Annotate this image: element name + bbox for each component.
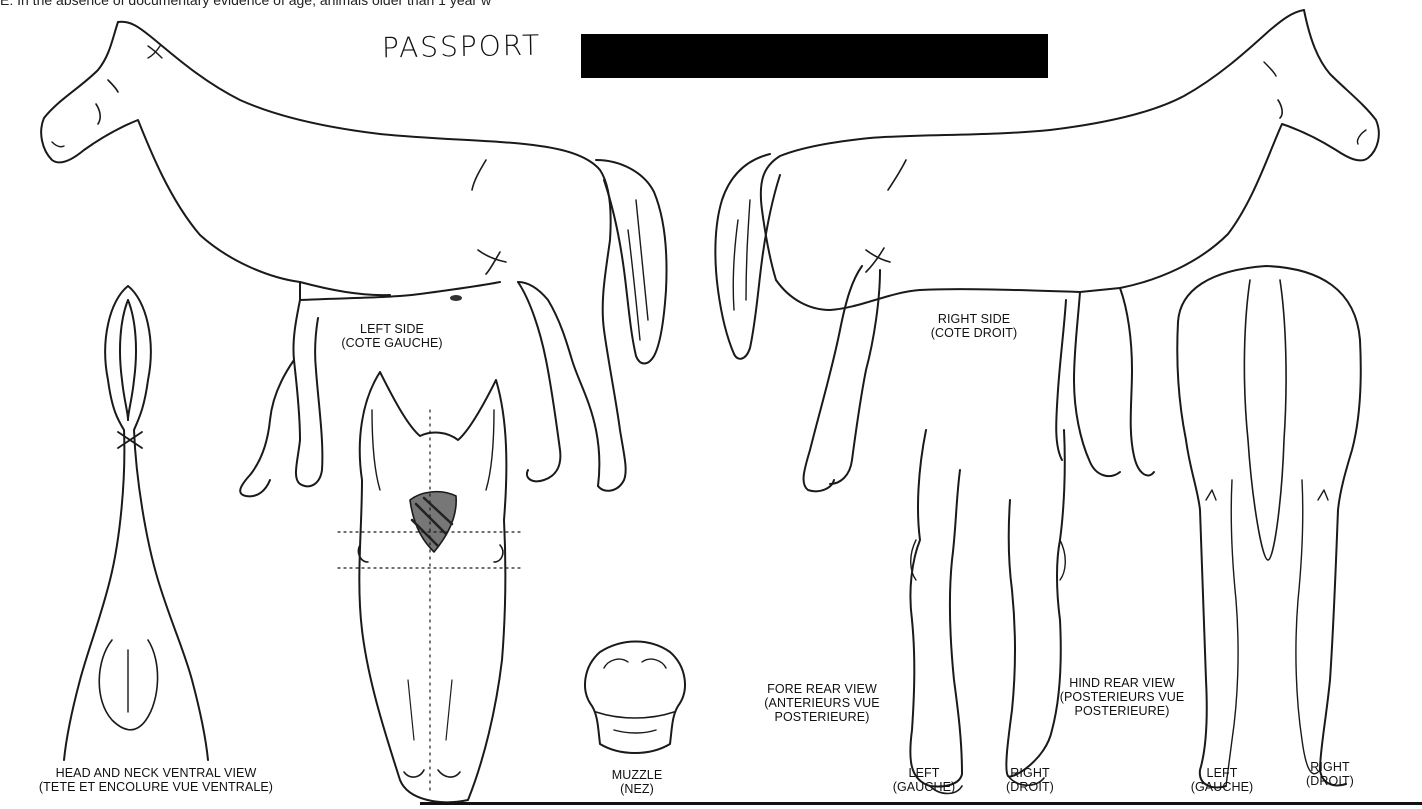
- label-fore-rear-line3: POSTERIEURE): [740, 710, 904, 724]
- label-right-side-line1: RIGHT SIDE: [900, 312, 1048, 326]
- right-side-horse: [715, 10, 1378, 491]
- label-fore-right-line2: (DROIT): [990, 780, 1070, 794]
- label-hind-rear-line1: HIND REAR VIEW: [1040, 676, 1204, 690]
- label-fore-right-line1: RIGHT: [990, 766, 1070, 780]
- label-fore-left-line1: LEFT: [878, 766, 970, 780]
- label-fore-rear: FORE REAR VIEW (ANTERIEURS VUE POSTERIEU…: [740, 682, 904, 724]
- label-hind-right: RIGHT (DROIT): [1290, 760, 1370, 788]
- label-left-side-line2: (COTE GAUCHE): [318, 336, 466, 350]
- label-hind-rear: HIND REAR VIEW (POSTERIEURS VUE POSTERIE…: [1040, 676, 1204, 718]
- label-hind-left-line2: (GAUCHE): [1176, 780, 1268, 794]
- fore-rear-view: [910, 430, 1065, 794]
- label-left-side-line1: LEFT SIDE: [318, 322, 466, 336]
- label-fore-rear-line2: (ANTERIEURS VUE: [740, 696, 904, 710]
- label-right-side-line2: (COTE DROIT): [900, 326, 1048, 340]
- head-neck-ventral-view: [64, 286, 208, 760]
- label-hind-right-line1: RIGHT: [1290, 760, 1370, 774]
- label-fore-rear-line1: FORE REAR VIEW: [740, 682, 904, 696]
- label-muzzle-line2: (NEZ): [588, 782, 686, 796]
- label-muzzle-line1: MUZZLE: [588, 768, 686, 782]
- label-hind-rear-line2: (POSTERIEURS VUE: [1040, 690, 1204, 704]
- label-left-side: LEFT SIDE (COTE GAUCHE): [318, 322, 466, 350]
- label-hind-right-line2: (DROIT): [1290, 774, 1370, 788]
- label-head-neck-line1: HEAD AND NECK VENTRAL VIEW: [6, 766, 306, 780]
- bottom-rule: [420, 802, 1422, 805]
- label-head-neck: HEAD AND NECK VENTRAL VIEW (TETE ET ENCO…: [6, 766, 306, 794]
- hind-rear-view: [1177, 266, 1360, 787]
- label-fore-right: RIGHT (DROIT): [990, 766, 1070, 794]
- label-hind-rear-line3: POSTERIEURE): [1040, 704, 1204, 718]
- label-fore-left: LEFT (GAUCHE): [878, 766, 970, 794]
- label-hind-left: LEFT (GAUCHE): [1176, 766, 1268, 794]
- muzzle-view: [585, 642, 685, 754]
- label-muzzle: MUZZLE (NEZ): [588, 768, 686, 796]
- head-front-view: [338, 372, 520, 802]
- label-fore-left-line2: (GAUCHE): [878, 780, 970, 794]
- label-head-neck-line2: (TETE ET ENCOLURE VUE VENTRALE): [6, 780, 306, 794]
- label-right-side: RIGHT SIDE (COTE DROIT): [900, 312, 1048, 340]
- label-hind-left-line1: LEFT: [1176, 766, 1268, 780]
